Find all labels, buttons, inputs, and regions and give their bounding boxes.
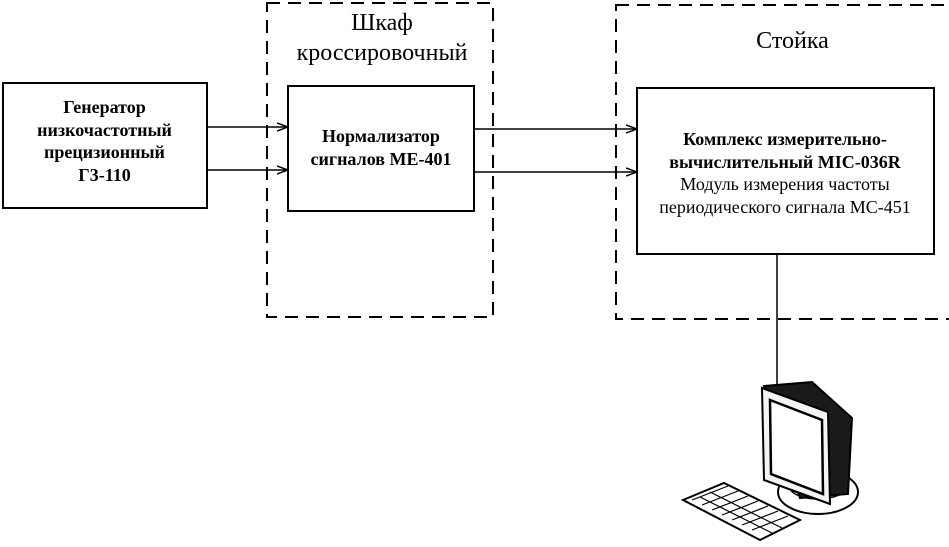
- complex-label-line4: периодического сигнала МС-451: [659, 196, 911, 217]
- generator-label-line1: Генератор: [63, 97, 146, 117]
- rack-title: Стойка: [756, 28, 829, 54]
- cabinet-title-line2: кроссировочный: [296, 40, 468, 66]
- normalizer-label-line1: Нормализатор: [322, 126, 440, 146]
- normalizer-label: Нормализатор сигналов МЕ-401: [290, 125, 472, 170]
- complex-label-line1: Комплекс измерительно-: [683, 129, 887, 149]
- cabinet-title-line1: Шкаф: [351, 10, 413, 36]
- cabinet-frame: [266, 2, 494, 318]
- cabinet-title: Шкаф кроссировочный: [272, 8, 492, 68]
- normalizer-box: [287, 85, 475, 212]
- generator-label-line2: низкочастотный: [37, 119, 172, 140]
- generator-label-line3: прецизионный: [44, 142, 165, 162]
- generator-label: Генератор низкочастотный прецизионный Г3…: [6, 96, 203, 186]
- computer-icon: [680, 380, 859, 542]
- normalizer-label-line2: сигналов МЕ-401: [310, 148, 452, 169]
- generator-box: [2, 82, 208, 209]
- generator-label-line4: Г3-110: [78, 164, 131, 185]
- complex-label: Комплекс измерительно- вычислительный МІ…: [638, 128, 932, 218]
- complex-label-line2: вычислительный МІС-036R: [669, 151, 901, 172]
- complex-label-line3: Модуль измерения частоты: [680, 174, 890, 194]
- rack-frame: [615, 4, 949, 320]
